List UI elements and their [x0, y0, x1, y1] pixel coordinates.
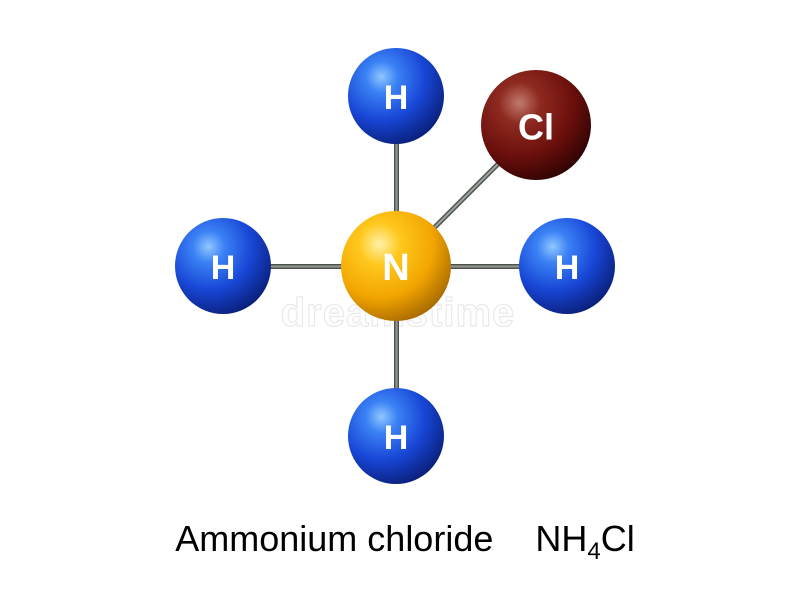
atom-cl-label: Cl	[518, 107, 554, 148]
atom-h-left: H	[175, 218, 271, 314]
formula-subscript: 4	[587, 538, 601, 565]
bond-n-h-top	[394, 130, 399, 220]
atom-h-right-sphere	[519, 218, 615, 314]
compound-name: Ammonium chloride	[175, 518, 494, 559]
chemical-formula: NH4Cl	[535, 518, 635, 564]
bond-n-h-left	[262, 264, 352, 269]
atom-h-top-sphere	[348, 48, 444, 144]
caption: Ammonium chloride NH4Cl	[0, 518, 800, 564]
bonds	[262, 130, 532, 402]
atom-h-top: H	[348, 48, 444, 144]
atom-h-left-sphere	[175, 218, 271, 314]
atom-n-sphere	[341, 211, 451, 321]
atom-h-bottom: H	[348, 388, 444, 484]
formula-tail: Cl	[600, 518, 635, 559]
bond-n-h-right	[442, 264, 532, 269]
atom-h-right: H	[519, 218, 615, 314]
formula-main: NH	[535, 518, 588, 559]
bond-n-cl-highlight	[429, 161, 501, 233]
atom-h-bottom-sphere	[348, 388, 444, 484]
atom-cl: Cl	[481, 70, 591, 180]
atom-h-top-label: H	[384, 79, 409, 117]
atom-h-right-label: H	[555, 249, 580, 287]
bond-n-h-bottom	[394, 312, 399, 402]
atom-h-left-label: H	[211, 249, 236, 287]
atom-n-label: N	[382, 247, 409, 289]
atom-cl-sphere	[481, 70, 591, 180]
atom-h-bottom-label: H	[384, 419, 409, 457]
atom-n: N	[341, 211, 451, 321]
